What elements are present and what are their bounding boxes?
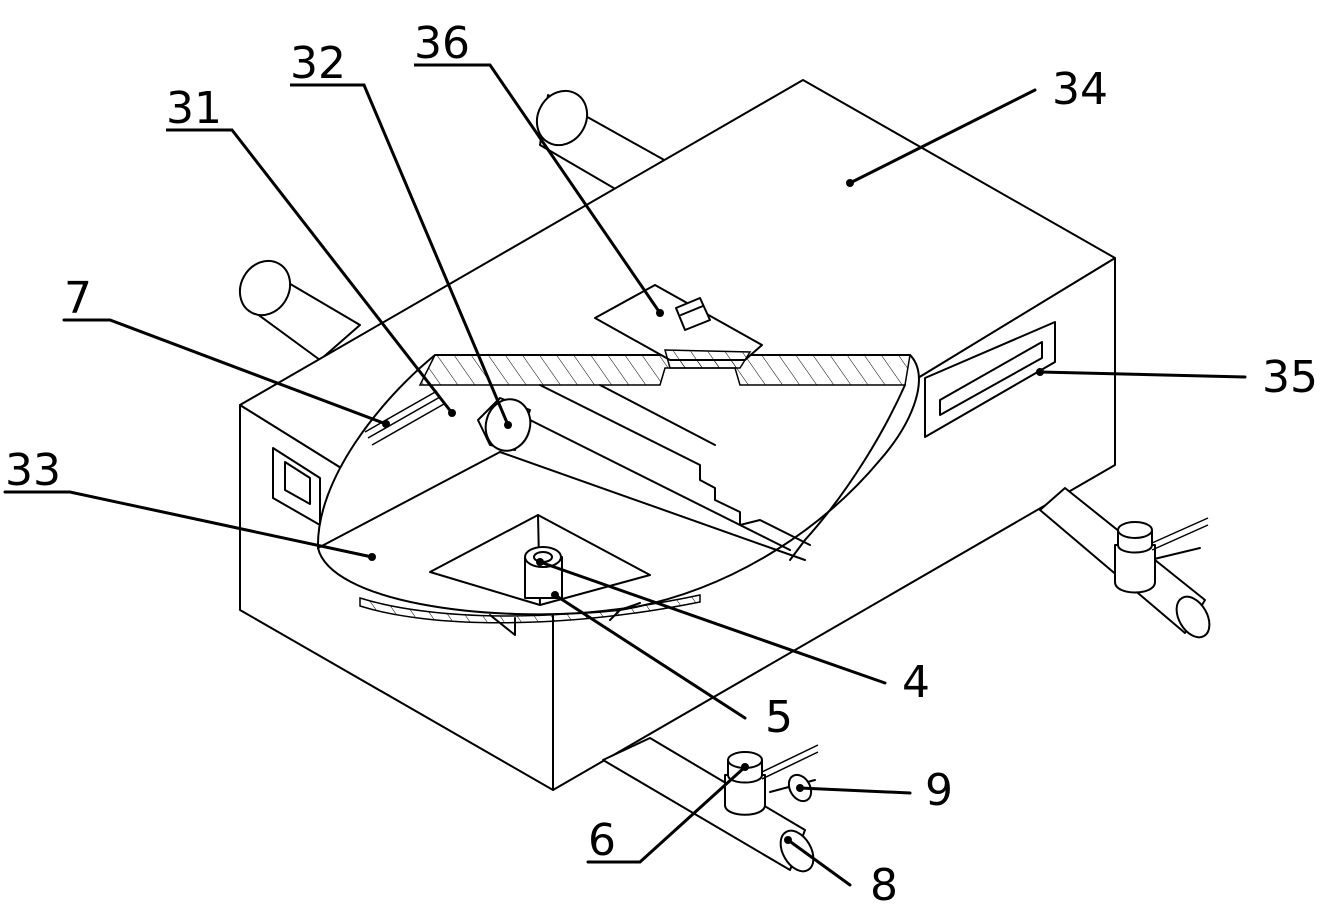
label-34: 34 xyxy=(1052,64,1108,115)
label-5: 5 xyxy=(765,692,793,743)
plate-36 xyxy=(594,284,763,369)
label-36: 36 xyxy=(414,18,470,69)
label-6: 6 xyxy=(588,815,616,866)
sprinkler-6 xyxy=(724,744,819,816)
nozzle xyxy=(524,546,563,599)
label-31: 31 xyxy=(166,83,222,134)
side-slot-right xyxy=(924,321,1056,438)
reference-labels: 31 32 36 34 7 33 35 4 5 9 6 8 xyxy=(5,18,1318,907)
label-7: 7 xyxy=(64,273,92,324)
label-33: 33 xyxy=(5,445,61,496)
label-9: 9 xyxy=(925,765,953,816)
label-32: 32 xyxy=(290,38,346,89)
label-8: 8 xyxy=(870,860,898,907)
sprinkler-right xyxy=(1114,517,1209,594)
label-35: 35 xyxy=(1262,352,1318,403)
rod-7 xyxy=(364,390,445,446)
label-4: 4 xyxy=(902,657,930,708)
